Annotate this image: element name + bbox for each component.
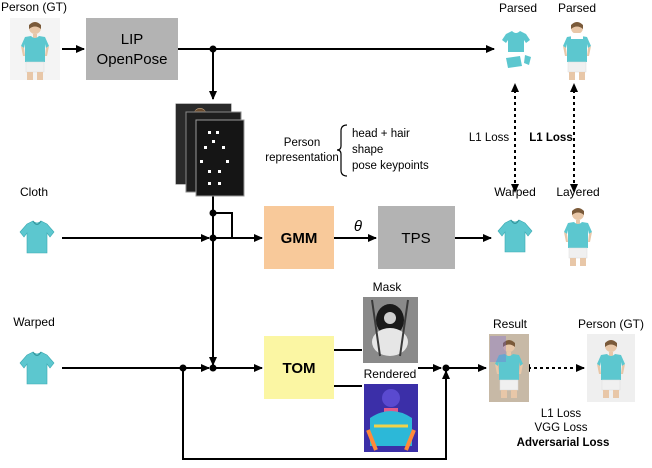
label-layered: Layered [556, 185, 599, 199]
tom-block: TOM [264, 336, 334, 399]
label-warped-output: Warped [494, 185, 536, 199]
tps-label: TPS [401, 230, 430, 247]
lip-label: LIP [121, 31, 144, 48]
loss-adversarial-bottom: Adversarial Loss [517, 437, 610, 449]
person-gt-right-thumbnail [587, 334, 635, 402]
parsed-person-thumbnail [555, 18, 599, 82]
rendered-image [364, 384, 418, 452]
openpose-label: OpenPose [97, 51, 168, 68]
tps-block: TPS [378, 206, 455, 269]
label-person-gt: Person (GT) [1, 0, 67, 14]
parsed-cloth-thumbnail [502, 31, 531, 68]
lip-openpose-block: LIP OpenPose [86, 18, 178, 80]
warped-output-thumbnail [497, 219, 533, 253]
label-cloth: Cloth [20, 185, 48, 199]
representation-item-head-hair: head + hair [352, 128, 410, 140]
warped-input-thumbnail [19, 351, 55, 385]
representation-item-shape: shape [352, 144, 383, 156]
label-parsed-right: Parsed [558, 1, 596, 15]
representation-item-pose-keypoints: pose keypoints [352, 160, 429, 172]
loss-vgg-bottom: VGG Loss [534, 422, 587, 434]
label-l1-loss-left: L1 Loss [469, 132, 510, 144]
label-person-gt-right: Person (GT) [578, 317, 644, 331]
junction-dots [179, 45, 450, 372]
gmm-label: GMM [281, 230, 318, 247]
person-gt-thumbnail [10, 18, 60, 81]
label-warped-input: Warped [13, 315, 55, 329]
result-thumbnail [489, 334, 529, 402]
mask-image [363, 297, 418, 363]
gmm-block: GMM [264, 206, 334, 269]
label-parsed-left: Parsed [499, 1, 537, 15]
person-representation-line1: Person [284, 137, 320, 149]
pose-keypoints [200, 131, 229, 185]
label-result: Result [493, 317, 528, 331]
label-rendered: Rendered [364, 367, 417, 381]
theta-label: θ [354, 218, 362, 235]
label-l1-loss-right: L1 Loss [529, 132, 572, 144]
cloth-thumbnail [19, 220, 55, 254]
layered-person-thumbnail [556, 202, 600, 272]
person-representation-stack [175, 103, 245, 197]
tom-label: TOM [282, 360, 315, 377]
person-representation-line2: representation [265, 152, 339, 164]
loss-l1-bottom: L1 Loss [541, 408, 582, 420]
branch-to-cloth-line [213, 212, 233, 239]
representation-bracket [336, 124, 348, 177]
connectors [62, 45, 585, 460]
label-mask: Mask [373, 280, 403, 294]
skip-loop-warped [182, 368, 450, 460]
